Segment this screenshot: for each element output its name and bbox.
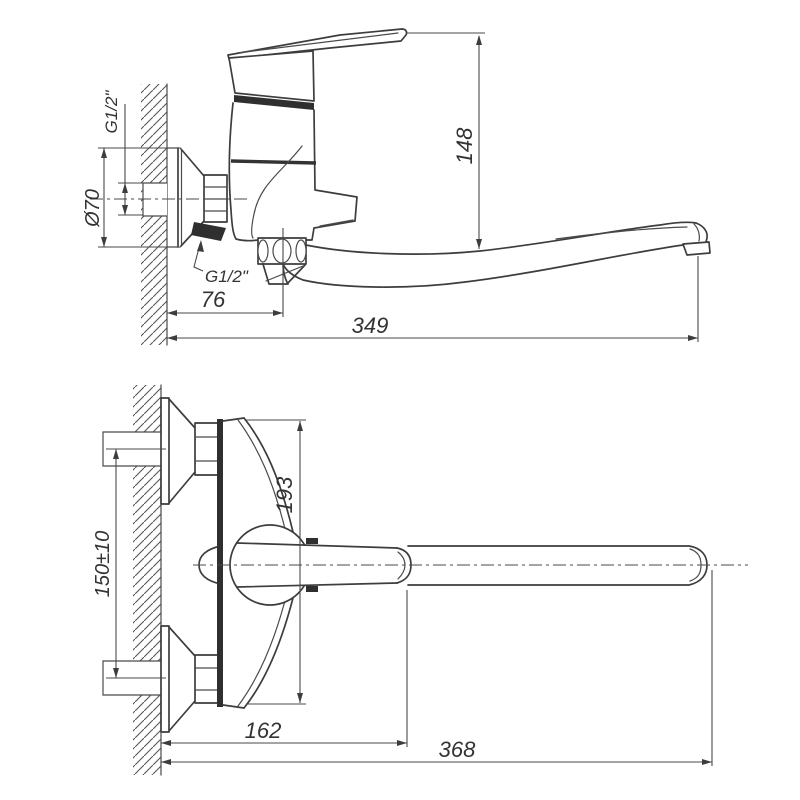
dim-body-height-label: 148	[452, 127, 477, 164]
handle-lever-side	[227, 28, 408, 110]
spout-nut-side	[257, 237, 307, 285]
dimensions-plan: 150±10 193 162 368	[92, 419, 713, 766]
dim-spout-reach-side-label: 349	[352, 313, 389, 338]
escutcheon-plan-top	[160, 397, 221, 505]
dim-spout-reach-plan-label: 368	[439, 737, 476, 762]
dim-thread-spout-label: G1/2"	[205, 267, 249, 286]
dim-body-length-label: 193	[272, 476, 297, 513]
leader-line	[193, 243, 204, 272]
dim-handle-reach-label: 162	[245, 718, 282, 743]
thread-wedge-marker	[191, 222, 226, 241]
plan-view	[102, 384, 748, 776]
dim-thread-top-label: G1/2"	[102, 90, 121, 134]
escutcheon-plan-bottom	[160, 625, 221, 733]
dimensions-side: Ø70 G1/2" G1/2" 148 76 349	[82, 32, 699, 342]
spout-side	[282, 221, 711, 288]
dim-supply-spacing-label: 150±10	[92, 531, 114, 598]
faucet-body-side	[228, 102, 358, 242]
dim-wall-to-body-label: 76	[201, 287, 226, 312]
dim-escutcheon-diameter-label: Ø70	[82, 189, 104, 228]
side-view	[90, 28, 711, 346]
